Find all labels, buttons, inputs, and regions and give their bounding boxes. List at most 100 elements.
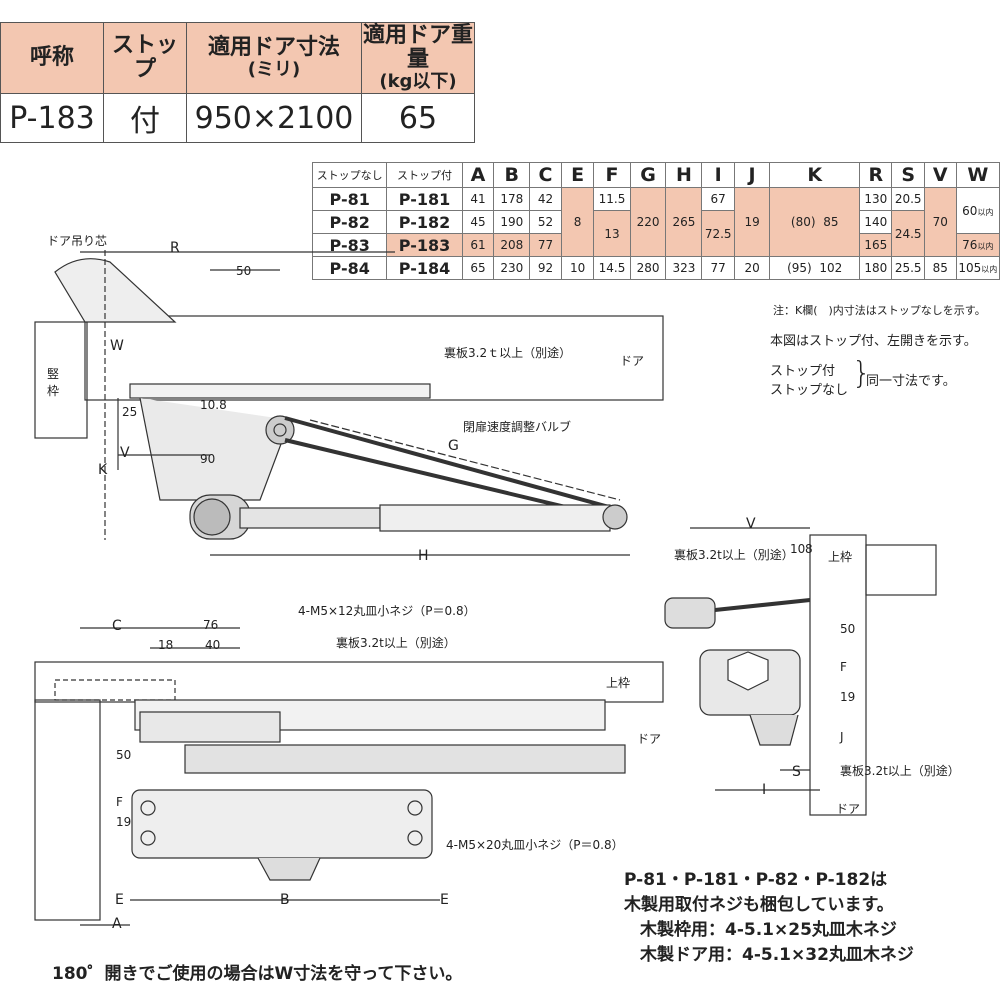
label-V: V <box>120 445 130 461</box>
dims-cell: 77 <box>701 256 735 280</box>
label-W: W <box>110 338 124 354</box>
label-backplate4: 裏板3.2t以上（別途） <box>840 764 960 778</box>
label-J: J <box>840 730 844 744</box>
side-valve <box>749 714 799 746</box>
label-18: 18 <box>158 638 174 652</box>
spec-cell-name: P-183 <box>0 93 104 143</box>
label-S: S <box>792 764 801 780</box>
label-backplate3: 裏板3.2t以上（別途） <box>674 548 794 562</box>
label-25: 25 <box>122 405 138 419</box>
wood-note-3: 木製ドア用：4-5.1×32丸皿木ネジ <box>640 945 914 965</box>
dims-cell-f: 13 <box>593 210 631 257</box>
dims-head: W <box>955 162 1000 188</box>
label-F: F <box>116 795 123 809</box>
stop-no-note: ストップなし <box>770 383 849 398</box>
label-C: C <box>112 618 122 634</box>
dimension-table: ストップなし ストップ付 A B C E F G H I J K R S V W… <box>311 162 1000 280</box>
label-8: 8 <box>805 542 813 556</box>
label-backplate: 裏板3.2ｔ以上（別途） <box>444 346 572 360</box>
dims-cell: (95) 102 <box>769 256 861 280</box>
dims-head: F <box>593 162 631 188</box>
pivot-bracket <box>54 258 177 323</box>
dims-cell-i: 72.5 <box>701 210 735 257</box>
label-B: B <box>280 892 290 908</box>
label-50c: 50 <box>840 622 856 636</box>
dims-cell-g: 220 <box>629 187 667 257</box>
closer-rod <box>379 504 611 532</box>
upper-frame-outline <box>34 661 664 703</box>
dims-head: H <box>665 162 703 188</box>
mount-bracket-front <box>139 711 281 743</box>
dims-head: A <box>461 162 495 188</box>
dims-cell: 208 <box>493 233 531 257</box>
dims-cell: 20 <box>733 256 771 280</box>
label-door2: ドア <box>836 802 861 816</box>
screw-front <box>407 830 423 846</box>
dim-G <box>309 419 621 501</box>
label-valve: 閉扉速度調整バルブ <box>463 420 572 434</box>
dims-head: G <box>629 162 667 188</box>
arm-front <box>184 744 626 774</box>
dims-cell: 180 <box>859 256 893 280</box>
dims-cell: 92 <box>529 256 562 280</box>
pivot-center <box>273 423 287 437</box>
dims-cell: 130 <box>859 187 893 211</box>
dims-cell: 52 <box>529 210 562 234</box>
dims-cell: 11.5 <box>593 187 631 211</box>
label-19b: 19 <box>840 690 856 704</box>
dims-cell: P-84 <box>311 256 388 280</box>
screw-front <box>407 800 423 816</box>
spec-table: 呼称 ストップ 適用ドア寸法(ミリ) 適用ドア重量(kg以下) P-183 付 … <box>0 22 475 143</box>
label-H: H <box>418 548 429 564</box>
dims-head: C <box>529 162 562 188</box>
dims-head: J <box>733 162 771 188</box>
brace: } <box>852 356 872 391</box>
figure-note: 本図はストップ付、左開きを示す。 <box>770 334 977 349</box>
label-F2: F <box>840 660 847 674</box>
spec-header-door-size: 適用ドア寸法(ミリ) <box>186 22 362 94</box>
label-pivot: ドア吊り芯 <box>47 234 108 248</box>
bottom-note: 180゜開きでご使用の場合はW寸法を守って下さい。 <box>52 964 463 984</box>
spec-cell-door-weight: 65 <box>361 93 475 143</box>
wood-note-1: 木製用取付ネジも梱包しています。 <box>624 895 894 915</box>
label-door: ドア <box>620 354 645 368</box>
dims-cell: 61 <box>461 233 495 257</box>
dims-cell: 105以内 <box>955 256 1000 280</box>
bracket-body <box>139 397 291 501</box>
dims-cell: 67 <box>701 187 735 211</box>
dims-cell: 77 <box>529 233 562 257</box>
label-108: 10.8 <box>200 398 227 412</box>
dims-cell: 280 <box>629 256 667 280</box>
label-R: R <box>170 240 180 256</box>
label-screw12: 4-M5×12丸皿小ネジ（P＝0.8） <box>298 604 476 618</box>
spec-cell-stop: 付 <box>103 93 187 143</box>
closer-body-front <box>131 789 433 859</box>
label-I: I <box>762 782 767 798</box>
valve-front <box>257 857 321 881</box>
dims-cell: 140 <box>859 210 893 234</box>
label-door-front: ドア <box>637 732 662 746</box>
dims-cell: 230 <box>493 256 531 280</box>
arm-upper <box>284 416 621 512</box>
dims-cell: 25.5 <box>891 256 925 280</box>
label-E: E <box>115 892 124 908</box>
vertical-frame-front <box>34 699 101 921</box>
upper-frame-hidden <box>54 679 176 701</box>
dims-cell-h: 265 <box>665 187 703 257</box>
screw-front <box>140 800 156 816</box>
back-plate <box>129 383 431 399</box>
dims-head: R <box>859 162 893 188</box>
dims-cell-e: 8 <box>560 187 595 257</box>
dims-head: V <box>923 162 957 188</box>
label-A: A <box>112 916 122 932</box>
dims-cell: 323 <box>665 256 703 280</box>
dims-cell: 165 <box>859 233 893 257</box>
label-backplate2: 裏板3.2t以上（別途） <box>336 636 456 650</box>
side-arm-end <box>664 597 716 629</box>
label-50: 50 <box>236 264 252 278</box>
dims-cell: P-82 <box>311 210 388 234</box>
wood-note-title: P-81・P-181・P-82・P-182は <box>624 870 888 890</box>
wood-note-2: 木製枠用：4-5.1×25丸皿木ネジ <box>640 920 897 940</box>
label-frame: 竪枠 <box>47 367 60 398</box>
